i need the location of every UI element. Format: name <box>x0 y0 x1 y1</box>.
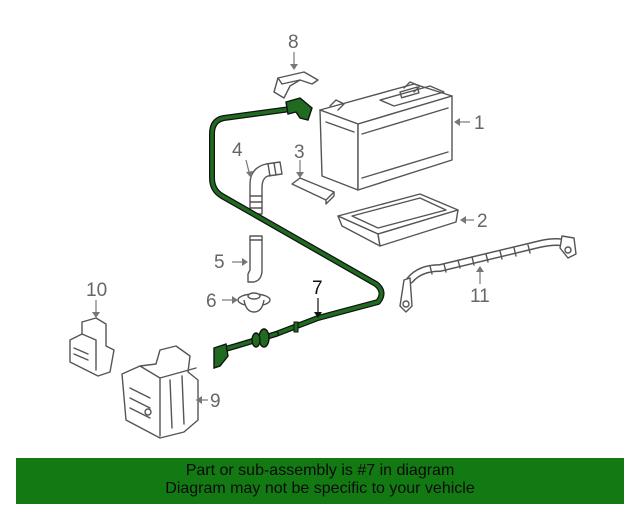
part-6-grommet[interactable] <box>237 292 271 313</box>
part-7-vent-hose[interactable] <box>209 97 385 369</box>
callout-1[interactable]: 1 <box>474 113 485 134</box>
arrow-10 <box>92 312 100 318</box>
callout-4[interactable]: 4 <box>232 140 243 161</box>
arrow-4 <box>246 171 253 178</box>
arrow-8 <box>290 64 298 70</box>
part-5-vent-tube[interactable] <box>247 235 263 283</box>
arrow-5 <box>242 258 248 266</box>
part-10-housing[interactable] <box>69 317 115 377</box>
callout-2[interactable]: 2 <box>477 211 488 232</box>
callout-3[interactable]: 3 <box>294 142 305 163</box>
arrow-9 <box>196 396 202 404</box>
info-banner: Part or sub-assembly is #7 in diagram Di… <box>16 458 624 504</box>
banner-line-1: Part or sub-assembly is #7 in diagram <box>185 462 455 479</box>
arrow-2 <box>460 216 466 224</box>
callout-7[interactable]: 7 <box>312 278 323 299</box>
part-8-terminal-cover[interactable] <box>273 71 319 99</box>
callout-9[interactable]: 9 <box>210 391 221 412</box>
parts-diagram: 8 1 2 3 4 <box>69 32 577 439</box>
part-11-ground-strap[interactable] <box>399 235 577 313</box>
callout-11[interactable]: 11 <box>470 286 490 307</box>
callout-6[interactable]: 6 <box>206 291 217 312</box>
arrow-1 <box>454 118 460 126</box>
callout-5[interactable]: 5 <box>214 252 225 273</box>
callout-10[interactable]: 10 <box>86 280 107 301</box>
arrow-6 <box>232 296 238 304</box>
part-2-battery-tray[interactable] <box>337 193 459 247</box>
callout-8[interactable]: 8 <box>288 32 299 53</box>
part-9-module[interactable] <box>121 345 199 439</box>
part-4-elbow-hose[interactable] <box>249 161 283 215</box>
arrow-3 <box>296 172 304 178</box>
banner-line-2: Diagram may not be specific to your vehi… <box>165 480 475 497</box>
part-1-battery[interactable] <box>319 81 453 191</box>
arrow-11 <box>476 266 484 272</box>
arrow-7 <box>314 312 322 318</box>
part-3-bracket[interactable] <box>291 177 335 205</box>
